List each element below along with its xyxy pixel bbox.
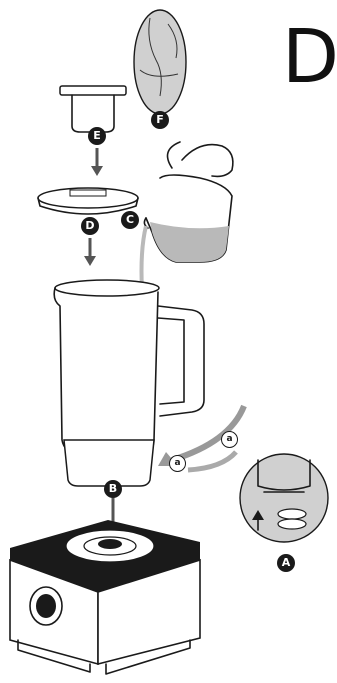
arrowhead-e: [91, 166, 103, 176]
liquid-stream: [142, 226, 147, 290]
label-f: F: [151, 111, 169, 129]
inset-circle-a: [240, 454, 328, 542]
lid-d: [38, 188, 138, 214]
label-a: A: [277, 554, 295, 572]
rotate-arrow-inner: [188, 452, 236, 470]
measuring-cap-e: [60, 86, 126, 132]
hand-pouring-jug: [144, 142, 232, 262]
inset-oval-f: [134, 10, 186, 114]
label-d: D: [81, 217, 99, 235]
label-b: B: [104, 480, 122, 498]
arrowhead-d: [84, 256, 96, 266]
step-letter: D: [282, 20, 337, 94]
motor-base: [10, 520, 200, 674]
label-arrow-a-1: a: [221, 431, 238, 448]
label-arrow-a-2: a: [169, 455, 186, 472]
label-c: C: [121, 211, 139, 229]
label-e: E: [88, 127, 106, 145]
